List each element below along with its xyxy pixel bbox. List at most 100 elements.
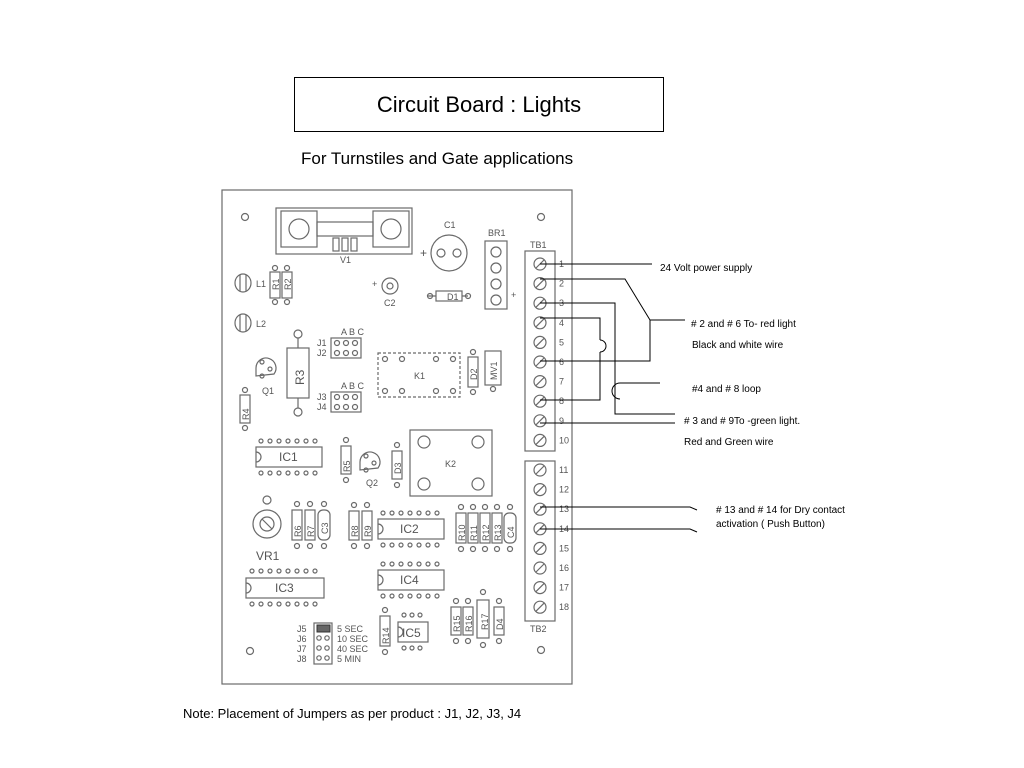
j4-label: J4 (317, 402, 327, 412)
terminal-number: 2 (559, 279, 564, 289)
terminal-slot (535, 504, 545, 514)
terminal-slot (535, 377, 545, 387)
terminal-number: 15 (559, 543, 569, 553)
terminal-number: 6 (559, 357, 564, 367)
terminal-number: 8 (559, 396, 564, 406)
terminal-number: 11 (559, 465, 568, 475)
d2-label: D2 (469, 368, 479, 380)
c2-label: C2 (384, 298, 396, 308)
r13-label: R13 (493, 524, 503, 541)
terminal-7: 7 (533, 375, 564, 389)
jumper-40sec-label: 40 SEC (337, 644, 369, 654)
mv1-varistor: MV1 (484, 350, 502, 393)
jumper-note: Note: Placement of Jumpers as per produc… (183, 706, 522, 721)
jumper-5min-label: 5 MIN (337, 654, 361, 664)
abc-label-2: A B C (341, 381, 365, 391)
r7-resistor: R7 (304, 500, 316, 550)
r4-label: R4 (241, 408, 251, 420)
vr1-potentiometer: VR1 (252, 495, 282, 563)
c3-label: C3 (320, 522, 330, 534)
j1-label: J1 (317, 338, 327, 348)
ic1-label: IC1 (279, 450, 298, 464)
ic3-label: IC3 (275, 581, 294, 595)
r16-label: R16 (464, 615, 474, 632)
terminal-slot (535, 357, 545, 367)
l2-inductor: L2 (234, 313, 266, 333)
terminal-number: 18 (559, 602, 569, 612)
annotation-green-light: # 3 and # 9To -green light. (684, 416, 800, 427)
ic5-label: IC5 (402, 626, 421, 640)
terminal-number: 7 (559, 377, 564, 387)
d3-diode: D3 (391, 441, 403, 489)
terminal-slot (535, 465, 545, 475)
k2-relay: K2 (409, 429, 493, 497)
r15-label: R15 (452, 615, 462, 632)
ic3-chip: IC3 (245, 568, 325, 607)
r3-label: R3 (293, 369, 307, 385)
mv1-label: MV1 (489, 361, 499, 380)
r11-resistor: R11 (467, 503, 479, 553)
jumper-10sec-label: 10 SEC (337, 634, 369, 644)
terminal-screw (533, 541, 547, 556)
r7-label: R7 (306, 525, 316, 537)
mounting-hole (240, 212, 250, 222)
c1-label: C1 (444, 220, 456, 230)
tb1-block (524, 250, 556, 452)
r13-resistor: R13 (491, 503, 503, 553)
ic4-chip: IC4 (377, 561, 445, 599)
r6-label: R6 (293, 525, 303, 537)
j7-label: J7 (297, 644, 307, 654)
terminal-slot (535, 279, 545, 289)
terminal-screw (533, 277, 547, 291)
svg-text:+: + (420, 246, 427, 260)
terminal-6: 6 (533, 355, 564, 369)
terminal-screw (533, 394, 547, 408)
r14-resistor: R14 (379, 606, 391, 656)
r2-resistor: R2 (281, 264, 293, 306)
j2-label: J2 (317, 348, 327, 358)
d4-diode: D4 (493, 597, 505, 645)
c4-capacitor: C4 (503, 503, 517, 553)
k2-label: K2 (445, 459, 456, 469)
board-outline (221, 189, 573, 685)
r4-resistor: R4 (239, 386, 251, 432)
terminal-number: 13 (559, 504, 569, 514)
l1-label: L1 (256, 279, 266, 289)
annotation-red-light: # 2 and # 6 To- red light (691, 319, 796, 330)
terminal-slot (535, 543, 545, 553)
terminal-13: 13 (533, 502, 569, 516)
terminal-screw (533, 375, 547, 389)
terminal-screw (533, 561, 547, 575)
terminal-number: 17 (559, 583, 569, 593)
terminal-number: 9 (559, 416, 564, 426)
r14-label: R14 (381, 627, 391, 644)
tb2-label: TB2 (530, 624, 547, 634)
ic4-label: IC4 (400, 573, 419, 587)
d1-diode: D1 (426, 290, 472, 302)
terminal-4: 4 (533, 316, 564, 330)
j3-label: J3 (317, 392, 327, 402)
j8-label: J8 (297, 654, 307, 664)
terminal-slot (535, 396, 545, 406)
ic1-chip: IC1 (255, 438, 323, 476)
terminal-10: 10 (533, 433, 569, 447)
mounting-hole (536, 212, 546, 222)
d2-diode: D2 (467, 348, 479, 396)
terminal-screw (533, 483, 547, 497)
page-title: Circuit Board : Lights (376, 91, 582, 117)
ic5-chip: IC5 (397, 612, 429, 651)
r6-resistor: R6 (291, 500, 303, 550)
terminal-screw (533, 600, 547, 614)
terminal-9: 9 (533, 414, 564, 428)
terminal-15: 15 (533, 541, 569, 556)
title-box: Circuit Board : Lights (294, 77, 664, 132)
abc-label-1: A B C (341, 327, 365, 337)
jumper-5sec-label: 5 SEC (337, 624, 364, 634)
r17-label: R17 (480, 613, 490, 630)
l2-label: L2 (256, 319, 266, 329)
j5-j8-jumper-header: J5 J6 J7 J8 5 SEC 10 SEC 40 SEC 5 MIN (297, 622, 369, 665)
terminal-8: 8 (533, 394, 564, 408)
terminal-11: 11 (533, 463, 568, 477)
c3-capacitor: C3 (317, 500, 331, 550)
r9-label: R9 (363, 525, 373, 537)
